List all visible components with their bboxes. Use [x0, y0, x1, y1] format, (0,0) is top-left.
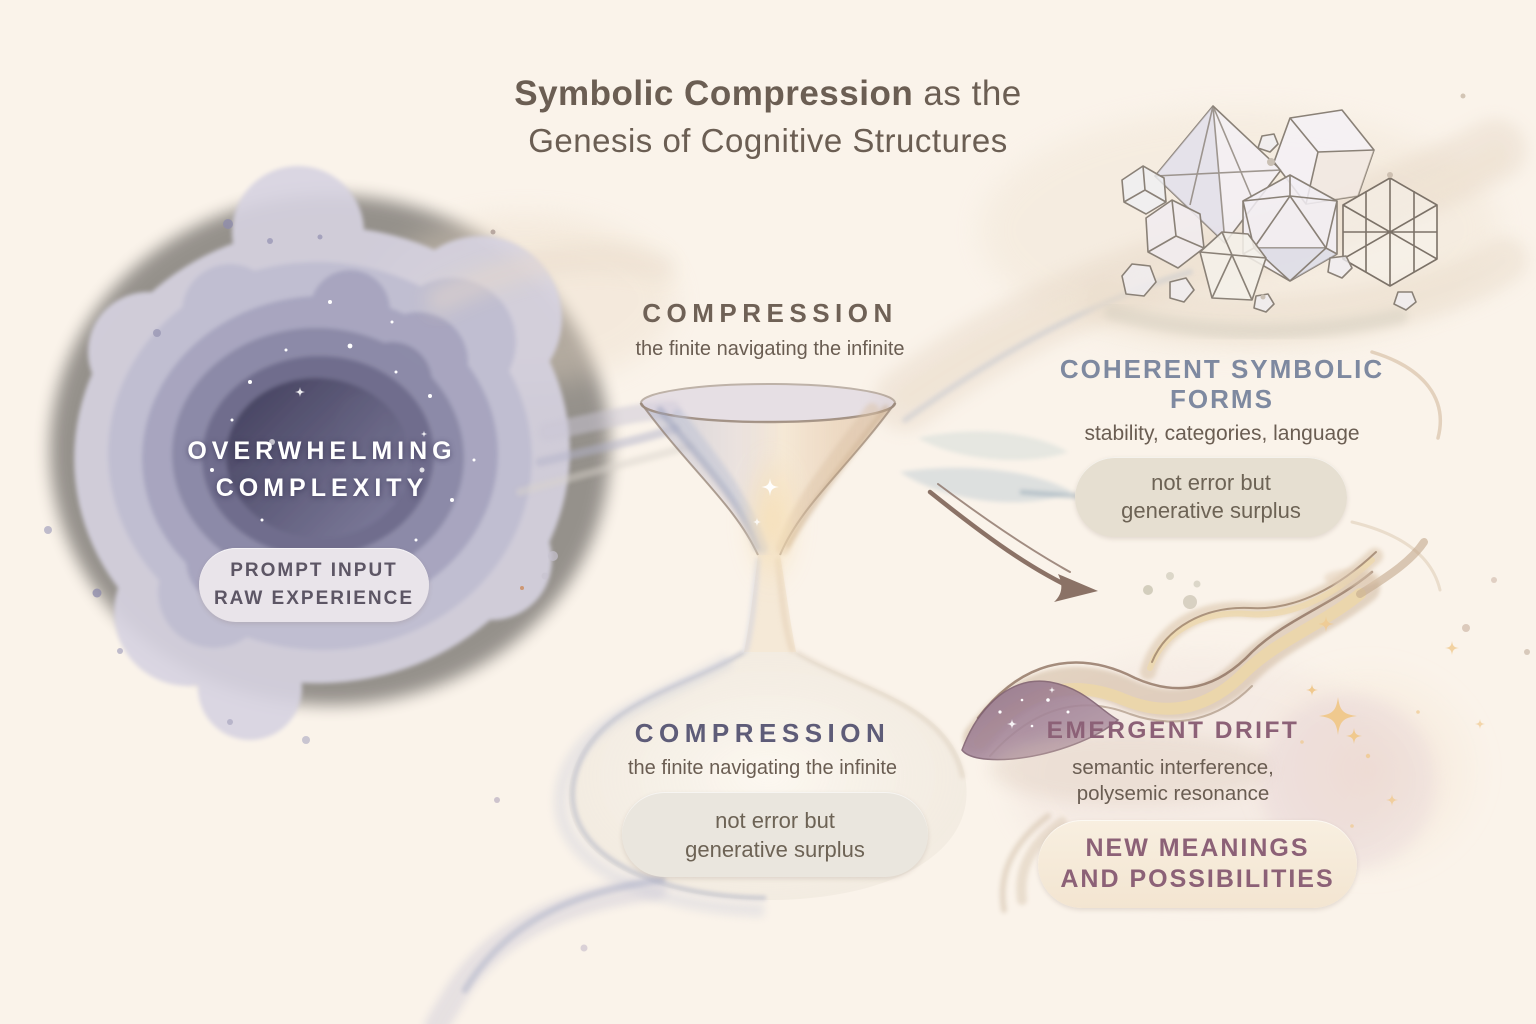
complexity-label-line-1: OVERWHELMING [187, 437, 457, 465]
pebble [1393, 291, 1417, 311]
bottom-pill-line-1: not error but [715, 807, 835, 833]
coherent-forms-title-line-2: FORMS [1170, 384, 1274, 414]
drift-wave [961, 538, 1428, 913]
compression-top-subtitle: the finite navigating the infinite [635, 338, 905, 360]
wave-speckles [998, 686, 1070, 729]
bottom-surplus-pill: not error but generative surplus [622, 792, 928, 877]
bottom-left-sweep [424, 876, 667, 1024]
compression-top-title: COMPRESSION [642, 298, 898, 328]
coherent-forms-label: COHERENT SYMBOLIC FORMS stability, categ… [1052, 354, 1392, 446]
gold-sparkles [1300, 616, 1485, 867]
compression-bottom-subtitle: the finite navigating the infinite [627, 757, 898, 779]
coherent-surplus-pill: not error but generative surplus [1075, 457, 1347, 537]
pebble [1253, 293, 1275, 313]
title-line-1: Symbolic Compression as the [0, 74, 1536, 114]
pebble [1257, 133, 1279, 153]
new-meanings-pill: NEW MEANINGS AND POSSIBILITIES [1038, 820, 1357, 908]
geodesic-crystal [1342, 177, 1438, 287]
title-emphasis: Symbolic Compression [514, 74, 914, 113]
pebble [1169, 277, 1195, 303]
new-meanings-line-1: NEW MEANINGS [1085, 834, 1310, 862]
coherent-pill-line-1: not error but [1151, 470, 1271, 495]
emergent-drift-title: EMERGENT DRIFT [1046, 717, 1300, 744]
complexity-label-line-2: COMPLEXITY [215, 474, 429, 502]
coherent-pill-line-2: generative surplus [1121, 498, 1301, 523]
coherent-forms-subtitle: stability, categories, language [1084, 422, 1360, 445]
crystal-cluster [1121, 105, 1438, 313]
prompt-input-pill: PROMPT INPUT RAW EXPERIENCE [199, 548, 429, 622]
page-title: Symbolic Compression as the Genesis of C… [0, 74, 1536, 160]
complexity-label: OVERWHELMING COMPLEXITY [142, 433, 502, 507]
curved-arrow-icon [927, 483, 1098, 602]
dust-dots [44, 219, 1530, 952]
title-line-2: Genesis of Cognitive Structures [528, 122, 1008, 159]
pebble [1327, 255, 1353, 279]
bottom-pill-line-2: generative surplus [685, 836, 865, 862]
new-meanings-line-2: AND POSSIBILITIES [1060, 865, 1335, 893]
emergent-drift-subtitle: semantic interference, polysemic resonan… [1003, 755, 1343, 807]
prompt-pill-line-1: PROMPT INPUT [230, 560, 398, 581]
compression-top-label: COMPRESSION the finite navigating the in… [570, 298, 970, 361]
title-rest: as the [913, 74, 1022, 113]
emergent-drift-subtitle-line-2: polysemic resonance [1076, 782, 1270, 805]
emergent-drift-subtitle-line-1: semantic interference, [1072, 756, 1274, 779]
coherent-forms-title-line-1: COHERENT SYMBOLIC [1059, 354, 1385, 384]
crystal-dots [1260, 93, 1466, 300]
emergent-drift-label: EMERGENT DRIFT semantic interference, po… [1003, 717, 1343, 807]
icosahedron-crystal [1242, 174, 1338, 282]
compression-bottom-title: COMPRESSION [634, 718, 891, 748]
prompt-pill-line-2: RAW EXPERIENCE [213, 588, 415, 609]
compression-bottom-label: COMPRESSION the finite navigating the in… [590, 718, 935, 780]
pebble [1121, 263, 1157, 297]
coherent-leaves [900, 431, 1079, 503]
